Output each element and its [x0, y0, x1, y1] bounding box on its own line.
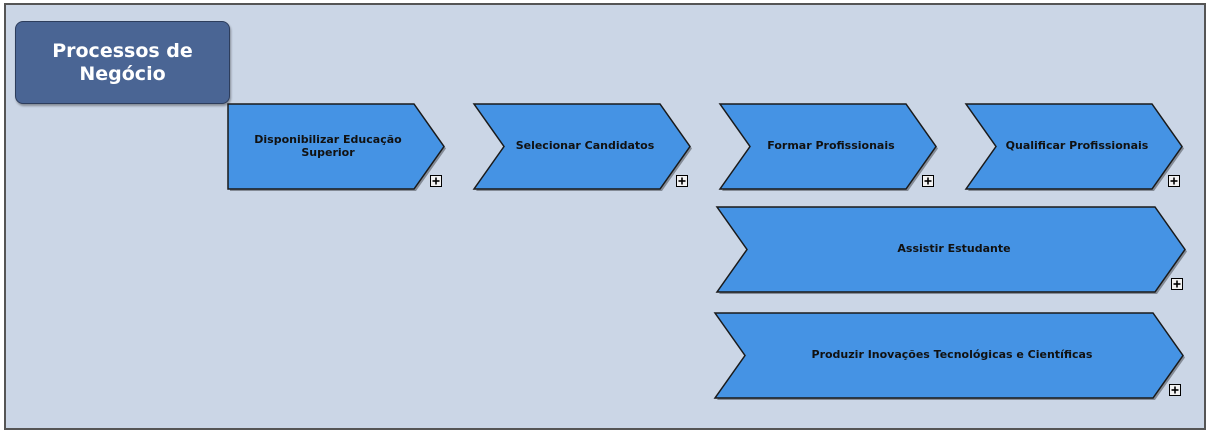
process-label: Selecionar Candidatos [515, 139, 655, 152]
process-chevron-body [472, 103, 691, 190]
process-chevron-shape [964, 103, 1184, 191]
process-chevron-body [715, 206, 1186, 293]
expand-plus-icon[interactable] [676, 175, 688, 187]
process-label: Qualificar Profissionais [1005, 139, 1149, 152]
process-label: Formar Profissionais [767, 139, 895, 152]
process-chevron-body [713, 312, 1184, 399]
expand-plus-icon[interactable] [430, 175, 442, 187]
diagram-title-box: Processos de Negócio [15, 21, 230, 104]
process-chevron-shape [227, 103, 446, 191]
process-chevron-shape [715, 206, 1187, 294]
process-qualificar-profissionais[interactable]: Qualificar Profissionais [964, 103, 1184, 191]
process-disponibilizar-educacao-superior[interactable]: Disponibilizar Educação Superior [227, 103, 446, 191]
process-chevron-shape [713, 312, 1185, 400]
process-label: Assistir Estudante [897, 242, 1011, 255]
expand-plus-icon[interactable] [922, 175, 934, 187]
expand-plus-icon[interactable] [1169, 384, 1181, 396]
process-chevron-shape [472, 103, 692, 191]
process-chevron-body [964, 103, 1183, 190]
expand-plus-icon[interactable] [1168, 175, 1180, 187]
diagram-title: Processos de Negócio [52, 39, 193, 85]
process-chevron-body [227, 103, 445, 190]
process-label: Produzir Inovações Tecnológicas e Cientí… [811, 348, 1093, 361]
process-label: Disponibilizar Educação Superior [254, 132, 402, 159]
process-chevron-shape [718, 103, 938, 191]
process-chevron-body [718, 103, 937, 190]
process-selecionar-candidatos[interactable]: Selecionar Candidatos [472, 103, 692, 191]
process-formar-profissionais[interactable]: Formar Profissionais [718, 103, 938, 191]
process-assistir-estudante[interactable]: Assistir Estudante [715, 206, 1187, 294]
expand-plus-icon[interactable] [1171, 278, 1183, 290]
process-produzir-inovacoes[interactable]: Produzir Inovações Tecnológicas e Cientí… [713, 312, 1185, 400]
